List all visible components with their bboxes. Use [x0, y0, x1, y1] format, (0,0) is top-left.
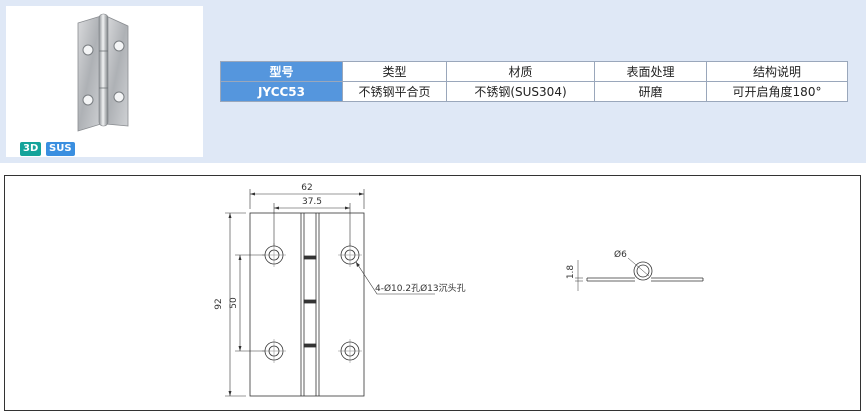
- dim-knuckle-diameter: Ø6: [614, 249, 627, 260]
- sus-badge: SUS: [46, 142, 75, 156]
- dim-thickness: 1.8: [566, 265, 576, 280]
- dimension-lines: [225, 189, 435, 397]
- technical-drawing: 62 37.5 92 50 4-Ø10.2孔Ø13沉头孔 1.8 Ø6: [4, 175, 861, 411]
- dim-overall-height: 92: [214, 298, 224, 309]
- 3d-badge: 3D: [20, 142, 42, 156]
- spec-table: 型号 类型 材质 表面处理 结构说明 JYCC53 不锈钢平合页 不锈钢(SUS…: [220, 61, 848, 102]
- dim-overall-width: 62: [301, 183, 312, 193]
- header-structure: 结构说明: [706, 61, 848, 82]
- dim-hole-pitch-y: 50: [229, 297, 239, 309]
- hole-callout: 4-Ø10.2孔Ø13沉头孔: [375, 283, 466, 294]
- table-row: JYCC53 不锈钢平合页 不锈钢(SUS304) 研磨 可开启角度180°: [220, 81, 848, 102]
- header-model: 型号: [220, 61, 343, 82]
- cell-structure: 可开启角度180°: [706, 81, 848, 102]
- drawing-canvas: 62 37.5 92 50 4-Ø10.2孔Ø13沉头孔 1.8 Ø6: [214, 183, 704, 397]
- cell-material: 不锈钢(SUS304): [446, 81, 595, 102]
- header-type: 类型: [342, 61, 447, 82]
- spec-table-header-row: 型号 类型 材质 表面处理 结构说明: [220, 61, 848, 82]
- side-view: [575, 257, 704, 291]
- dimension-arrows: [228, 192, 364, 396]
- front-view: [249, 212, 365, 397]
- hinge-photo-icon: [77, 13, 129, 132]
- cell-type: 不锈钢平合页: [342, 81, 447, 102]
- cell-surface: 研磨: [594, 81, 707, 102]
- cell-model: JYCC53: [220, 81, 343, 102]
- header-material: 材质: [446, 61, 595, 82]
- header-surface: 表面处理: [594, 61, 707, 82]
- dim-hole-pitch-x: 37.5: [302, 197, 322, 207]
- product-photo-panel: 3D SUS: [6, 6, 203, 157]
